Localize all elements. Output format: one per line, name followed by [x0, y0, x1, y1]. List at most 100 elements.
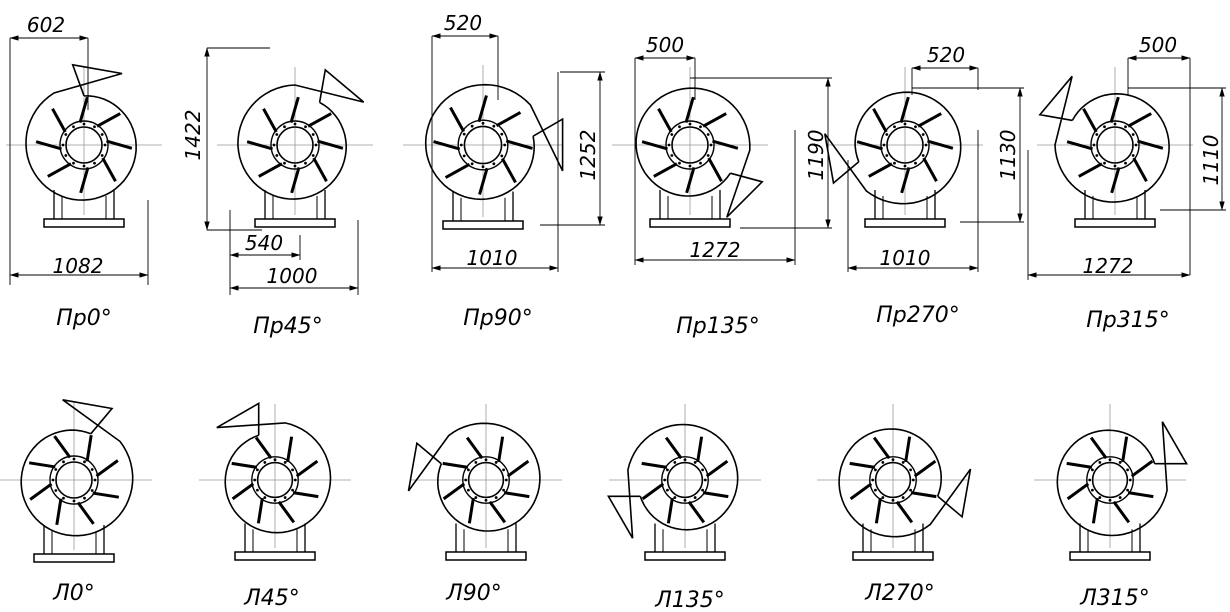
impeller-blade: [657, 108, 673, 133]
label-pr135: Пр135°: [676, 314, 760, 339]
bolt-hole: [921, 154, 925, 157]
impeller-blade: [1132, 157, 1148, 182]
impeller-blade: [35, 140, 62, 151]
impeller-blade: [449, 106, 466, 133]
volute-casing: [1038, 75, 1170, 203]
flange-outer-ring: [661, 456, 709, 504]
impeller-blade: [295, 459, 319, 478]
bolt-hole: [678, 125, 681, 129]
impeller-blade: [1127, 491, 1154, 499]
impeller-blade: [872, 436, 891, 460]
bolt-hole: [304, 161, 307, 165]
bolt-hole: [706, 133, 710, 136]
bolt-hole: [293, 478, 297, 482]
impeller-blade: [1078, 162, 1103, 178]
bolt-hole: [693, 461, 697, 464]
flange-outer-ring: [59, 120, 109, 170]
impeller-blade: [910, 491, 937, 499]
impeller-blade: [442, 461, 469, 469]
flange-outer-ring: [270, 120, 320, 170]
impeller-blade: [254, 436, 273, 460]
impeller-blade: [106, 139, 133, 150]
impeller-blade: [92, 491, 120, 499]
impeller-blade: [95, 459, 119, 478]
label-l0: Л0°: [52, 581, 95, 606]
impeller-blade: [312, 157, 328, 182]
bolt-hole: [1103, 125, 1106, 129]
impeller-blade: [231, 482, 255, 501]
dim-520-a: 520: [444, 11, 482, 35]
impeller-blade: [503, 491, 530, 499]
impeller-blade: [488, 500, 507, 524]
impeller-blade: [258, 162, 283, 178]
inlet-ring: [276, 126, 314, 164]
bolt-hole: [701, 488, 704, 492]
bolt-hole: [484, 458, 488, 462]
impeller-blade: [28, 461, 56, 469]
impeller-blade: [1130, 459, 1154, 478]
bolt-hole: [924, 143, 928, 147]
impeller-blade: [477, 95, 488, 123]
impeller-blade: [1091, 497, 1099, 524]
bolt-hole: [502, 468, 505, 472]
fan-l45: [199, 402, 351, 561]
impeller-blade: [1066, 482, 1090, 501]
bolt-hole: [256, 488, 259, 492]
bolt-hole: [492, 124, 496, 128]
dim-1272-b: 1272: [1083, 254, 1134, 278]
impeller-blade: [904, 436, 912, 463]
bolt-hole: [914, 125, 917, 129]
impeller-blade: [55, 498, 63, 526]
bolt-hole: [1118, 496, 1122, 499]
bolt-hole: [263, 461, 267, 464]
bolt-hole: [1108, 458, 1112, 462]
fan-l135: [607, 404, 761, 561]
inlet-ring: [1096, 126, 1134, 164]
base-plate: [864, 218, 946, 228]
bolt-hole: [311, 133, 315, 136]
flange-outer-ring: [462, 456, 510, 504]
impeller-blade: [467, 497, 475, 524]
bolt-hole: [914, 161, 917, 165]
impeller-blade: [696, 436, 704, 463]
label-pr90: Пр90°: [463, 306, 533, 331]
impeller-blade: [922, 157, 938, 182]
inlet-ring: [874, 461, 912, 499]
impeller-blade: [433, 140, 461, 151]
impeller-blade: [849, 461, 876, 469]
impeller-blade: [874, 497, 882, 524]
bolt-hole: [666, 488, 669, 492]
bolt-hole: [100, 154, 104, 157]
bolt-hole: [1126, 468, 1129, 472]
impeller-blade: [917, 112, 942, 128]
bolt-hole: [61, 143, 65, 147]
dim-1000: 1000: [267, 264, 318, 288]
bolt-hole: [283, 496, 287, 499]
flange-outer-ring: [49, 455, 99, 505]
bolt-hole: [500, 132, 504, 136]
dim-1422: 1422: [181, 110, 205, 161]
impeller-blade: [231, 461, 258, 469]
bolt-hole: [1113, 122, 1117, 126]
bolt-hole: [893, 125, 896, 129]
impeller-blade: [442, 482, 466, 501]
fan-l315: [1034, 404, 1188, 561]
bolt-hole: [467, 468, 470, 472]
bolt-hole: [1124, 161, 1127, 165]
bolt-hole: [474, 461, 478, 464]
inlet-ring: [467, 461, 505, 499]
volute-casing: [1056, 421, 1188, 537]
bolt-hole: [911, 478, 915, 482]
bolt-hole: [283, 461, 287, 464]
base-plate: [254, 218, 336, 228]
bolt-hole: [481, 165, 485, 169]
impeller-blade: [913, 459, 937, 478]
bolt-hole: [462, 132, 466, 136]
bolt-hole: [1098, 461, 1102, 464]
bolt-hole: [464, 478, 468, 482]
bolt-hole: [1124, 125, 1127, 129]
bolt-hole: [673, 461, 677, 464]
fan-views-group: [0, 63, 1193, 563]
impeller-blade: [687, 500, 706, 524]
